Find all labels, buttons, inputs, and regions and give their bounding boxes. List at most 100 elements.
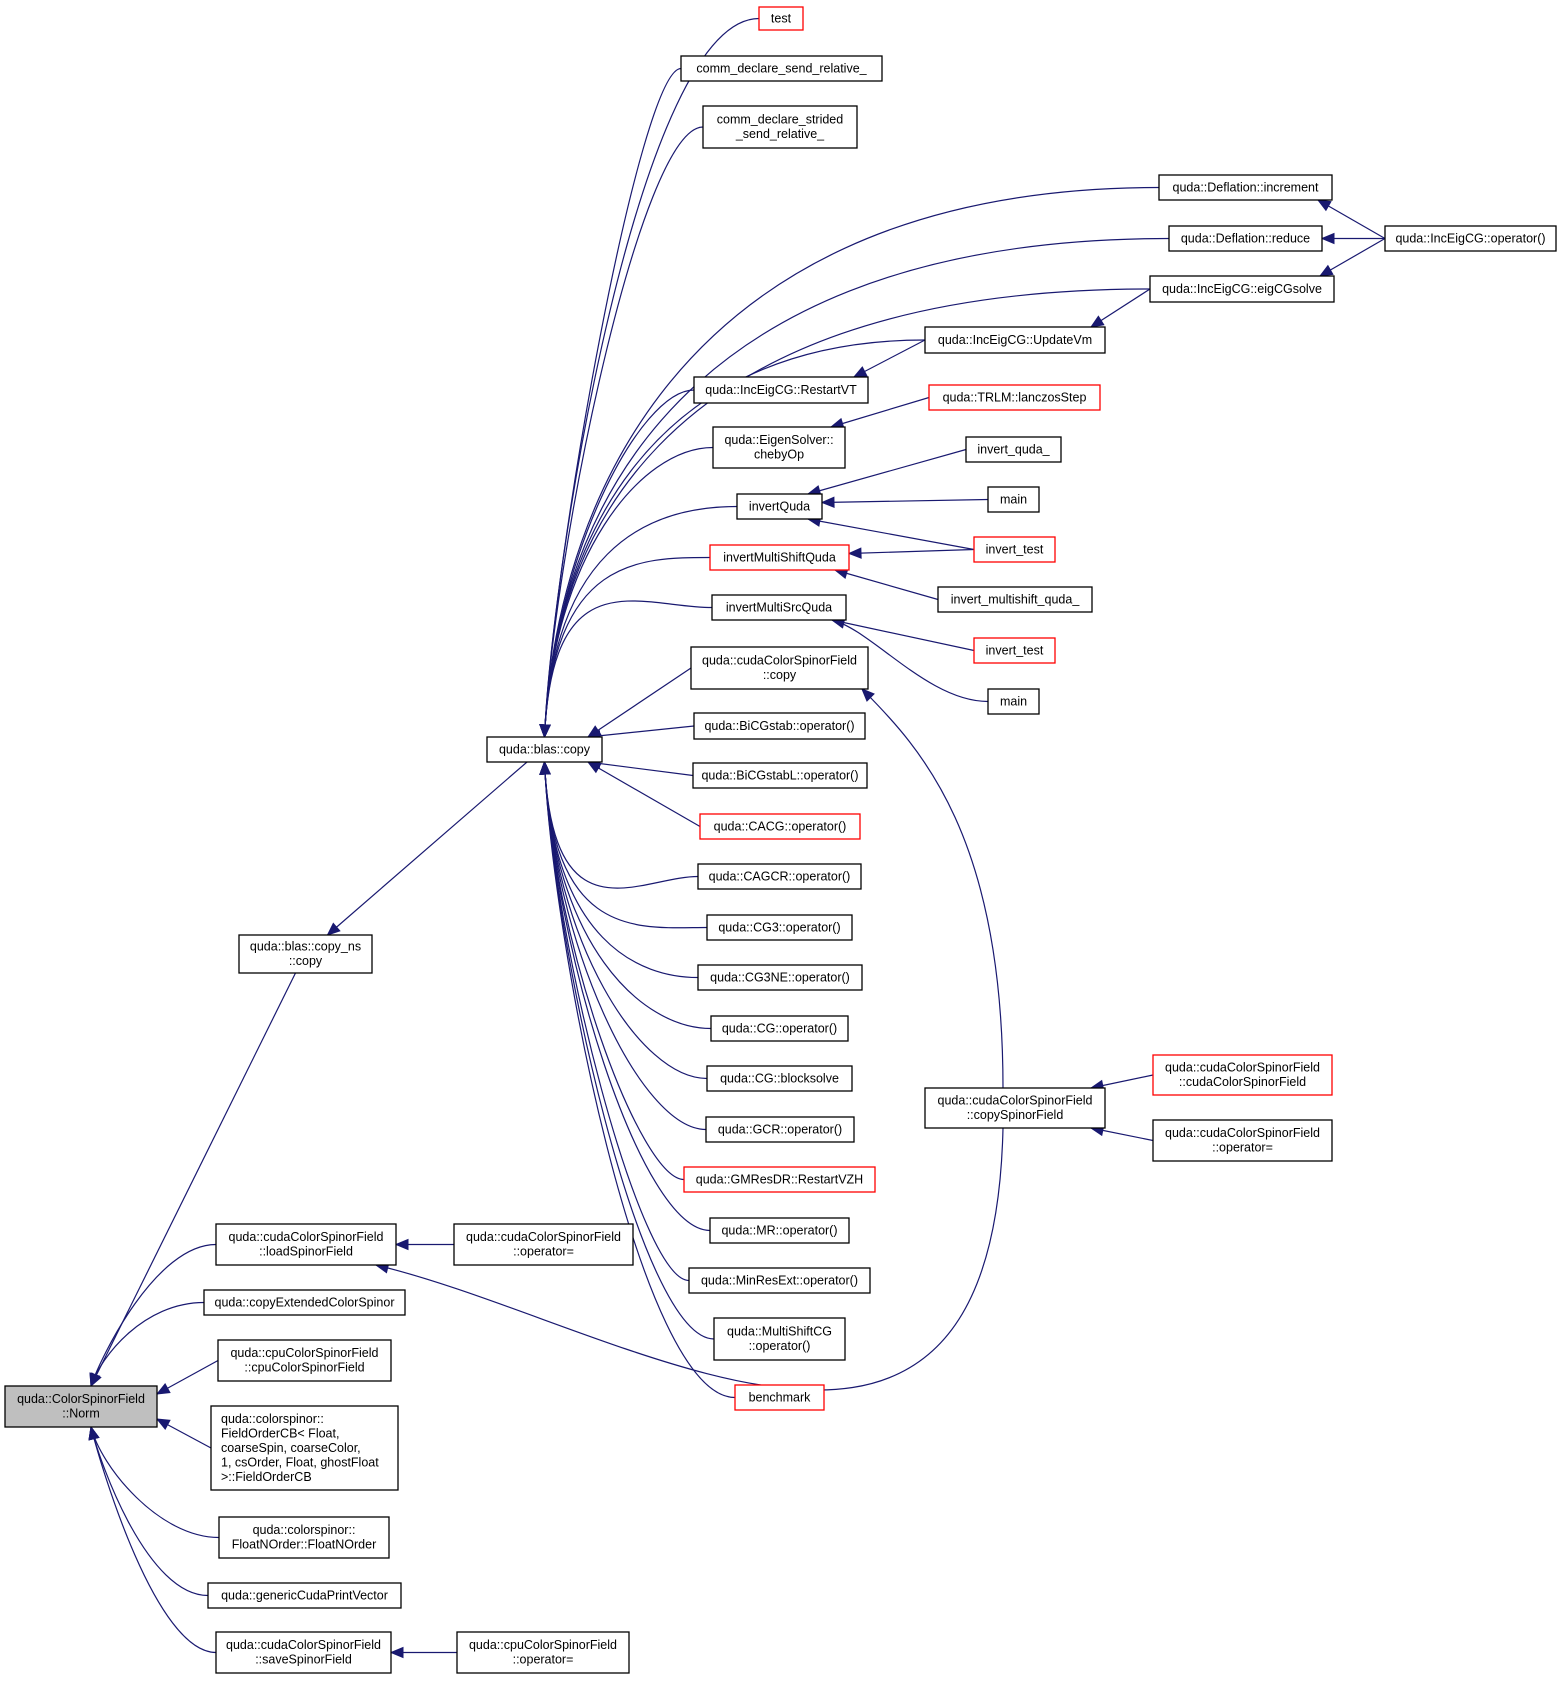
node-label: ::copy	[763, 668, 797, 682]
node-cudactor[interactable]: quda::cudaColorSpinorField::cudaColorSpi…	[1152, 1054, 1333, 1096]
node-eigcg[interactable]: quda::IncEigCG::eigCGsolve	[1149, 275, 1335, 303]
node-box	[702, 105, 858, 149]
edge-bench-to-blascopy	[543, 761, 736, 1399]
node-focb[interactable]: quda::colorspinor::FieldOrderCB< Float, …	[210, 1405, 399, 1491]
node-box	[1384, 225, 1557, 252]
node-cagcr[interactable]: quda::CAGCR::operator()	[697, 863, 862, 890]
edge-cdssr-to-blascopy	[543, 126, 704, 738]
edge-cudacopy-to-blascopy	[587, 667, 692, 738]
node-box	[924, 1087, 1106, 1129]
node-invtest1[interactable]: invert_test	[973, 536, 1056, 563]
arrowhead-cpueq-to-savesf	[389, 1646, 404, 1659]
node-box	[973, 637, 1056, 664]
node-invmsrc[interactable]: invertMultiSrcQuda	[711, 594, 847, 621]
node-box	[713, 1317, 846, 1361]
node-box	[690, 646, 869, 690]
node-cheby[interactable]: quda::EigenSolver::chebyOp	[712, 426, 846, 469]
node-copyns[interactable]: quda::blas::copy_ns::copy	[238, 934, 373, 974]
node-box	[217, 1339, 392, 1382]
edge-invtest1-to-invmsq	[848, 548, 975, 555]
node-fno[interactable]: quda::colorspinor::FloatNOrder::FloatNOr…	[218, 1516, 390, 1559]
node-label: quda::cudaColorSpinorField	[938, 1094, 1093, 1108]
node-label: quda::cudaColorSpinorField	[226, 1638, 381, 1652]
node-label: quda::cpuColorSpinorField	[230, 1346, 378, 1360]
edge-invquda-to-blascopy	[543, 505, 738, 738]
arrowhead-focb-to-norm	[155, 1418, 171, 1430]
edge-invms_-to-invmsq	[834, 569, 939, 601]
node-copyext[interactable]: quda::copyExtendedColorSpinor	[203, 1289, 406, 1316]
node-bicgstab[interactable]: quda::BiCGstab::operator()	[693, 712, 866, 740]
node-cdsr[interactable]: comm_declare_send_relative_	[680, 55, 883, 82]
node-cudaeq2[interactable]: quda::cudaColorSpinorField::operator=	[453, 1223, 634, 1266]
node-cdssr[interactable]: comm_declare_strided_send_relative_	[702, 105, 858, 149]
edge-copyext-to-norm	[90, 1301, 205, 1387]
node-main2[interactable]: main	[987, 688, 1040, 715]
node-savesf[interactable]: quda::cudaColorSpinorField::saveSpinorFi…	[215, 1631, 392, 1674]
node-label: quda::BiCGstab::operator()	[704, 719, 854, 733]
node-defred[interactable]: quda::Deflation::reduce	[1168, 225, 1323, 252]
node-box	[937, 586, 1093, 613]
edge-main2-to-invmsrc	[831, 619, 989, 703]
node-updvm[interactable]: quda::IncEigCG::UpdateVm	[924, 326, 1106, 354]
node-label: invertQuda	[749, 499, 810, 513]
node-label: coarseSpin, coarseColor,	[221, 1441, 361, 1455]
node-gcr[interactable]: quda::GCR::operator()	[705, 1116, 855, 1143]
node-box	[734, 1384, 825, 1411]
edge-invmsrc-to-blascopy	[543, 600, 713, 738]
node-invmsq[interactable]: invertMultiShiftQuda	[709, 544, 850, 571]
node-label: ::operator=	[513, 1653, 574, 1667]
node-gmres[interactable]: quda::GMResDR::RestartVZH	[683, 1166, 876, 1193]
edge-minres-to-blascopy	[543, 761, 690, 1282]
node-mr[interactable]: quda::MR::operator()	[709, 1217, 850, 1244]
node-cpuctor[interactable]: quda::cpuColorSpinorField::cpuColorSpino…	[217, 1339, 392, 1382]
node-gcpv[interactable]: quda::genericCudaPrintVector	[207, 1582, 402, 1609]
node-cg[interactable]: quda::CG::operator()	[710, 1015, 849, 1042]
edge-invquda_-to-invquda	[807, 448, 967, 495]
edge-cacg-to-blascopy	[587, 761, 701, 828]
node-loadsf[interactable]: quda::cudaColorSpinorField::loadSpinorFi…	[215, 1223, 397, 1266]
node-restvt[interactable]: quda::IncEigCG::RestartVT	[693, 376, 869, 404]
node-box	[238, 934, 373, 974]
node-cpueq[interactable]: quda::cpuColorSpinorField::operator=	[456, 1631, 630, 1674]
node-label: quda::blas::copy	[499, 742, 591, 756]
node-main1[interactable]: main	[987, 486, 1040, 513]
node-label: ::copy	[289, 954, 323, 968]
node-invquda[interactable]: invertQuda	[736, 493, 823, 520]
edge-updvm-to-restvt	[853, 339, 926, 378]
node-cg3ne[interactable]: quda::CG3NE::operator()	[697, 964, 863, 991]
node-box	[1168, 225, 1323, 252]
node-cgblock[interactable]: quda::CG::blocksolve	[706, 1065, 853, 1092]
node-test[interactable]: test	[758, 6, 804, 31]
node-box	[692, 762, 868, 789]
node-mscg[interactable]: quda::MultiShiftCG::operator()	[713, 1317, 846, 1361]
node-label: quda::Deflation::reduce	[1181, 231, 1310, 245]
node-cudacopy[interactable]: quda::cudaColorSpinorField::copy	[690, 646, 869, 690]
node-label: quda::IncEigCG::eigCGsolve	[1162, 282, 1322, 296]
node-cacg[interactable]: quda::CACG::operator()	[699, 813, 861, 840]
node-cudaeq1[interactable]: quda::cudaColorSpinorField::operator=	[1152, 1119, 1333, 1162]
node-bicgstabl[interactable]: quda::BiCGstabL::operator()	[692, 762, 868, 789]
node-minres[interactable]: quda::MinResExt::operator()	[688, 1267, 871, 1294]
node-invms_[interactable]: invert_multishift_quda_	[937, 586, 1093, 613]
node-box	[218, 1516, 390, 1559]
node-box	[697, 863, 862, 890]
node-lanczos[interactable]: quda::TRLM::lanczosStep	[928, 384, 1101, 411]
node-label: quda::cudaColorSpinorField	[466, 1230, 621, 1244]
edge-bicgstab-to-blascopy	[587, 725, 695, 738]
edge-cg-to-blascopy	[543, 761, 712, 1030]
node-box	[1152, 1119, 1333, 1162]
node-box	[453, 1223, 634, 1266]
node-invtest2[interactable]: invert_test	[973, 637, 1056, 664]
node-label: quda::MR::operator()	[721, 1223, 837, 1237]
node-box	[706, 1065, 853, 1092]
node-definc[interactable]: quda::Deflation::increment	[1158, 174, 1333, 201]
node-cg3[interactable]: quda::CG3::operator()	[706, 914, 853, 941]
node-copysf[interactable]: quda::cudaColorSpinorField::copySpinorFi…	[924, 1087, 1106, 1129]
node-label: quda::MultiShiftCG	[727, 1325, 832, 1339]
node-label: quda::cudaColorSpinorField	[702, 654, 857, 668]
node-blascopy[interactable]: quda::blas::copy	[486, 736, 603, 763]
node-invquda_[interactable]: invert_quda_	[965, 436, 1062, 463]
node-bench[interactable]: benchmark	[734, 1384, 825, 1411]
node-iegop[interactable]: quda::IncEigCG::operator()	[1384, 225, 1557, 252]
